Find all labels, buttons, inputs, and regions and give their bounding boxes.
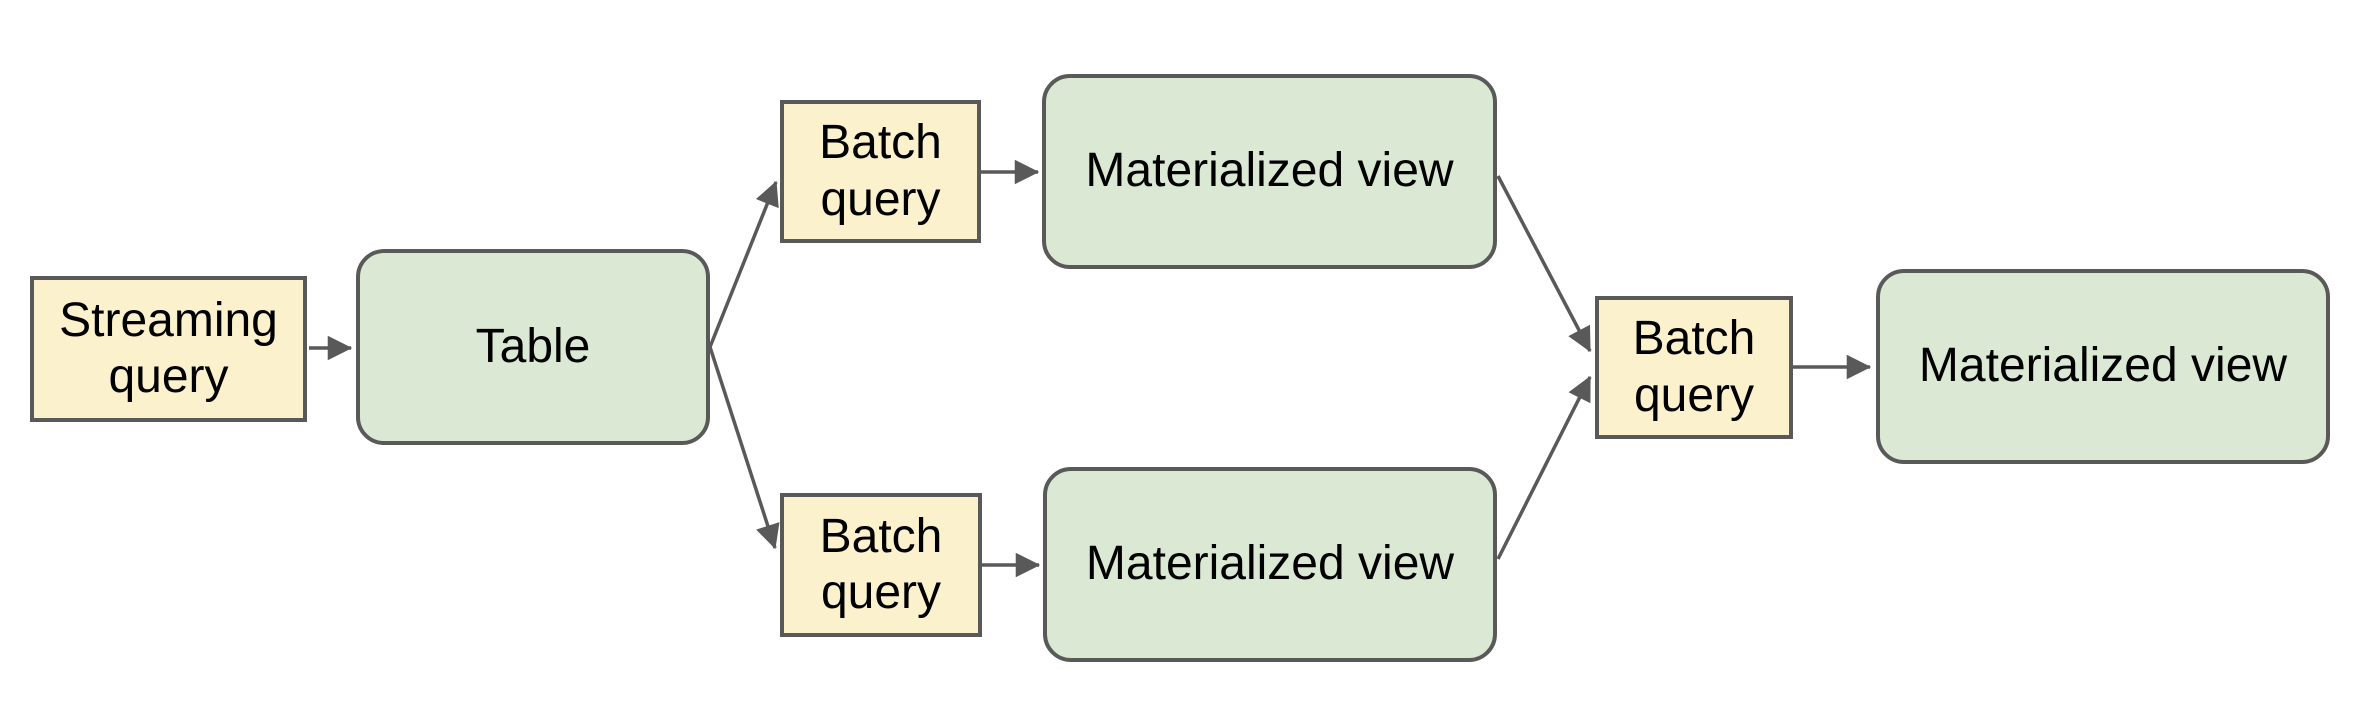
node-batch-query-right-label: Batch query	[1632, 312, 1756, 422]
node-materialized-view-bottom: Materialized view	[1043, 467, 1497, 662]
node-batch-query-right: Batch query	[1595, 296, 1793, 439]
edge-materialized-view-top-to-batch-query-right	[1496, 175, 1592, 353]
node-batch-query-top: Batch query	[780, 100, 981, 243]
edge-table-to-batch-query-bottom	[708, 346, 780, 550]
node-table-label: Table	[475, 319, 591, 373]
node-streaming-query: Streaming query	[30, 276, 307, 422]
node-streaming-query-label: Streaming query	[59, 293, 278, 403]
node-materialized-view-right: Materialized view	[1876, 269, 2330, 464]
edge-table-to-batch-query-top	[708, 180, 779, 348]
node-table: Table	[356, 249, 710, 445]
edge-materialized-view-bottom-to-batch-query-right	[1496, 375, 1592, 560]
node-materialized-view-right-label: Materialized view	[1918, 339, 2288, 393]
node-materialized-view-top: Materialized view	[1042, 74, 1497, 269]
node-batch-query-bottom: Batch query	[780, 493, 982, 637]
node-batch-query-bottom-label: Batch query	[819, 509, 943, 619]
node-materialized-view-top-label: Materialized view	[1085, 144, 1454, 198]
node-batch-query-top-label: Batch query	[819, 116, 942, 226]
node-materialized-view-bottom-label: Materialized view	[1085, 537, 1455, 591]
